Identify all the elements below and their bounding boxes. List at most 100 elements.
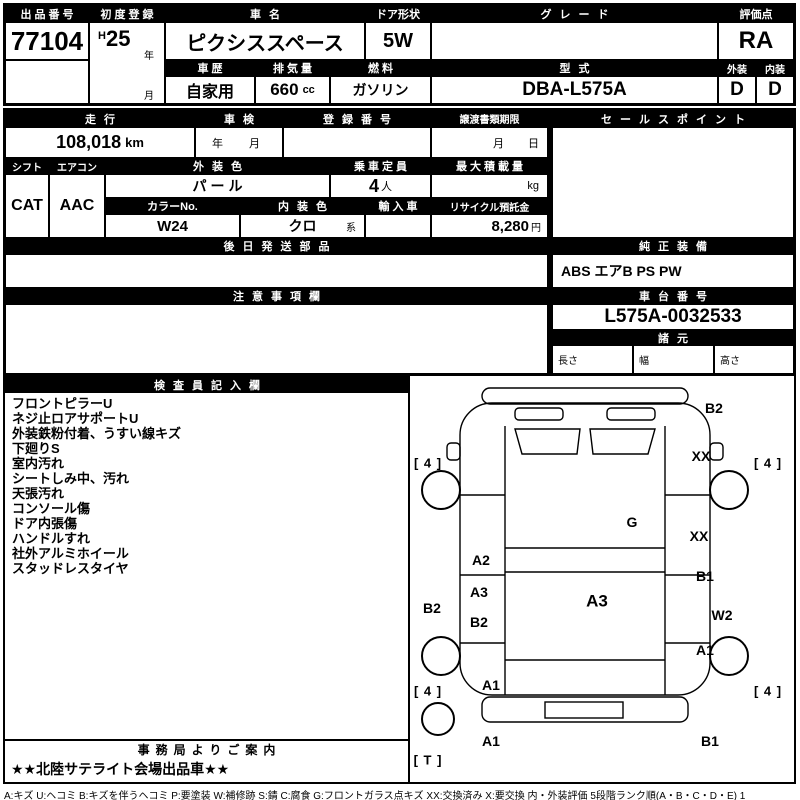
door-shape-value: 5W — [365, 22, 431, 60]
windshield-right — [589, 428, 656, 455]
car-name-value: ピクシススペース — [165, 22, 365, 60]
transfer-month-unit: 月 — [493, 137, 504, 150]
wheel-rear-right — [709, 636, 749, 676]
equipment-value: ABS エアB PS PW — [552, 254, 794, 288]
history-header: 車歴 — [165, 60, 255, 76]
roof-seams — [505, 547, 665, 661]
wheel-rear-left — [421, 636, 461, 676]
model-value: DBA-L575A — [431, 76, 718, 104]
later-parts-header: 後日発送部品 — [5, 238, 548, 254]
recycle-deposit-number: 8,280 — [491, 217, 529, 235]
equipment-header: 純正装備 — [552, 238, 794, 254]
transfer-deadline-header: 譲渡書類期限 — [431, 110, 548, 127]
displacement-header: 排気量 — [255, 60, 330, 76]
inspector-note: ドア内張傷 — [12, 516, 78, 531]
interior-color-suffix: 系 — [346, 222, 356, 234]
auction-number-value: 77104 — [5, 22, 89, 60]
interior-score-header: 内装 — [756, 60, 794, 76]
first-registration-header: 初度登録 — [89, 5, 165, 22]
spare-tire — [421, 702, 455, 736]
exterior-score-header: 外装 — [718, 60, 756, 76]
car-diagram — [410, 376, 794, 782]
left-door-seams — [460, 494, 505, 644]
office-header: 事務局よりご案内 — [137, 742, 282, 757]
mileage-header: 走行 — [5, 110, 195, 127]
rear-bumper — [481, 696, 689, 723]
capacity-header: 乗車定員 — [330, 158, 431, 174]
recycle-deposit-value: 8,280 円 — [431, 214, 548, 238]
inspector-note: 外装鉄粉付着、うすい線キズ — [12, 426, 182, 441]
sales-point-header: セールスポイント — [552, 110, 794, 127]
grade-value — [431, 22, 718, 60]
chassis-number-value: L575A-0032533 — [552, 304, 794, 330]
registration-year: 25 — [106, 26, 131, 51]
height-label: 高さ — [720, 356, 740, 367]
max-load-header: 最大積載量 — [431, 158, 548, 174]
color-number-value: W24 — [105, 214, 240, 238]
car-name-header: 車名 — [165, 5, 365, 22]
displacement-value: 660 cc — [255, 76, 330, 104]
aircon-value: AAC — [49, 174, 105, 238]
length-label: 長さ — [558, 356, 578, 367]
office-message: ★★北陸サテライト会場出品車★★ — [11, 761, 230, 777]
inspector-note: ハンドルすれ — [12, 531, 91, 546]
vertical-divider — [408, 376, 410, 782]
shift-header: シフト — [5, 158, 49, 174]
first-registration-value: H 25 年 月 — [89, 22, 165, 104]
windshield-left — [514, 428, 581, 455]
interior-score-value: D — [756, 76, 794, 104]
width-label: 幅 — [639, 356, 649, 367]
chassis-number-header: 車台番号 — [552, 288, 794, 304]
auction-number-header: 出品番号 — [5, 5, 89, 22]
inspector-note: 社外アルミホイール — [12, 546, 129, 561]
auction-number-empty — [5, 60, 89, 104]
dimensions-header: 諸元 — [552, 330, 794, 345]
import-header: 輸入車 — [365, 198, 431, 214]
interior-color-header: 内装色 — [240, 198, 365, 214]
caution-value — [5, 304, 548, 374]
capacity-number: 4 — [368, 175, 379, 196]
inspector-note: 下廻りS — [12, 441, 60, 456]
length-cell: 長さ — [552, 345, 633, 374]
width-cell: 幅 — [633, 345, 714, 374]
fuel-header: 燃料 — [330, 60, 431, 76]
displacement-unit: cc — [302, 84, 315, 96]
mirror-right — [709, 442, 724, 461]
aircon-header: エアコン — [49, 158, 105, 174]
inspector-note: フロントピラーU — [12, 396, 113, 411]
headlight-left — [514, 407, 564, 421]
inspector-note: コンソール傷 — [12, 501, 91, 516]
car-body-outline — [459, 402, 711, 696]
office-divider — [5, 739, 408, 741]
recycle-deposit-header: リサイクル預託金 — [431, 198, 548, 214]
history-value: 自家用 — [165, 76, 255, 104]
fuel-value: ガソリン — [330, 76, 431, 104]
registration-number-header: 登録番号 — [283, 110, 431, 127]
interior-color-name: クロ — [288, 218, 317, 234]
mirror-left — [446, 442, 461, 461]
inspector-notes-header: 検査員記入欄 — [5, 376, 409, 393]
inspection-year-unit: 年 — [212, 137, 223, 150]
sales-point-value — [552, 127, 794, 238]
inspector-note: ネジ止ロアサポートU — [12, 411, 139, 426]
score-value: RA — [718, 22, 794, 60]
license-plate — [544, 701, 624, 719]
transfer-day-unit: 日 — [528, 137, 539, 150]
door-shape-header: ドア形状 — [365, 5, 431, 22]
capacity-value: 4 人 — [330, 174, 431, 198]
height-cell: 高さ — [714, 345, 794, 374]
exterior-score-value: D — [718, 76, 756, 104]
mileage-number: 108,018 — [56, 132, 122, 152]
legend-text: A:キズ U:ヘコミ B:キズを伴うヘコミ P:要塗装 W:補修跡 S:錆 C:… — [4, 791, 746, 800]
interior-color-value: クロ 系 — [240, 214, 365, 238]
transfer-deadline-value: 月 日 — [431, 127, 548, 158]
import-value — [365, 214, 431, 238]
right-door-seams — [665, 494, 710, 644]
exterior-color-value: パール — [105, 174, 330, 198]
inspector-note: 室内汚れ — [12, 456, 65, 471]
recycle-deposit-unit: 円 — [531, 222, 541, 234]
inspector-note: シートしみ中、汚れ — [12, 471, 130, 486]
mileage-value: 108,018 km — [5, 127, 195, 158]
model-header: 型式 — [431, 60, 718, 76]
